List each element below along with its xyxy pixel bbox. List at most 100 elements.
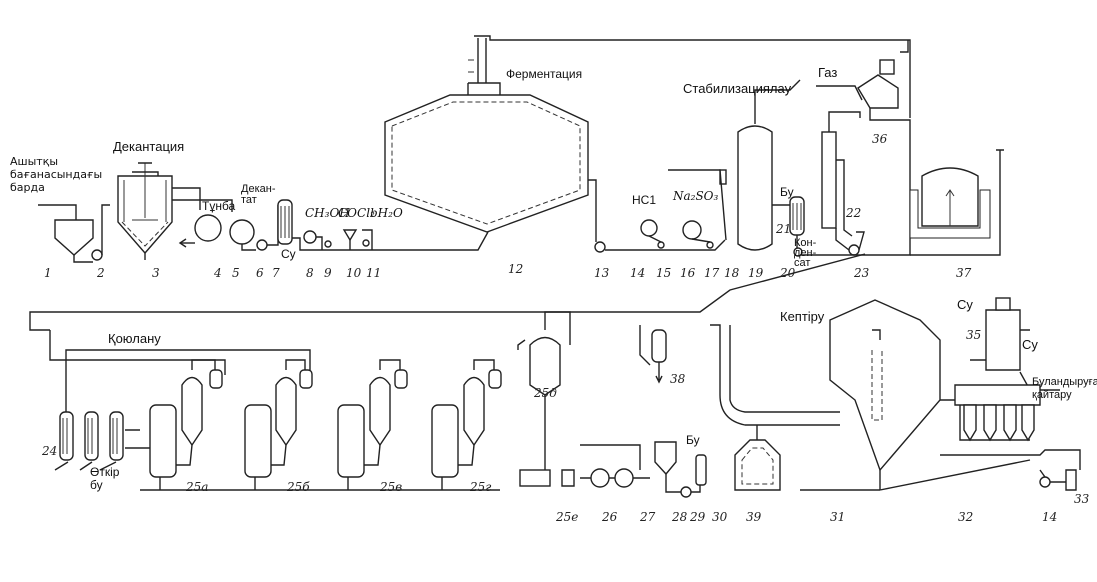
pipe-23 — [835, 228, 865, 251]
item-number: 25б — [287, 480, 310, 494]
unit-33 — [1065, 469, 1077, 491]
tank-1 — [54, 219, 94, 256]
pipe-33 — [1039, 469, 1066, 483]
item-number: 35 — [966, 328, 982, 342]
label-stabilizatsiyalau: Стабилизациялау — [683, 81, 792, 96]
pipe-7-12 — [292, 231, 489, 251]
pipe-19-21 — [772, 204, 798, 248]
pump-14-bottom — [1039, 476, 1051, 488]
pump-6 — [256, 239, 268, 251]
pump-29 — [680, 486, 692, 498]
pipe-37 — [910, 149, 1004, 256]
heater-30 — [695, 454, 707, 486]
item-number: 14 — [630, 266, 646, 280]
pump-13 — [594, 241, 606, 253]
filter-38-pipe — [639, 325, 663, 384]
item-number: 12 — [508, 262, 524, 276]
label-barda: Ашытқы бағанасындағы барда — [10, 155, 103, 194]
item-number: 2 — [97, 266, 105, 280]
loop-line — [29, 253, 866, 331]
valve-15 — [657, 241, 665, 249]
tank-8 — [303, 230, 317, 244]
pipe-8 — [316, 236, 323, 250]
dryer-feed — [710, 324, 840, 426]
label-cocl2: COCl₂ — [338, 206, 375, 220]
label-su-2: Су — [957, 297, 973, 312]
label-tunba: Тұнба — [202, 199, 236, 213]
pipe-24 — [49, 330, 311, 412]
valve-11 — [362, 239, 370, 247]
evaporator-25d — [431, 359, 502, 478]
pipe-12-13 — [588, 179, 597, 242]
gas-line — [816, 85, 863, 101]
tank-16 — [682, 220, 702, 240]
fermenter-12-vent — [474, 35, 911, 118]
item-number: 36 — [872, 132, 888, 146]
arrow-4 — [178, 238, 187, 248]
pump-2 — [91, 249, 103, 261]
label-gaz: Газ — [818, 65, 838, 80]
label-dekantat: Декан- тат — [241, 183, 276, 206]
pipe-11 — [362, 229, 373, 250]
column-22 — [821, 131, 837, 229]
label-bu-1: Бу — [780, 185, 794, 199]
item-number: 25г — [470, 480, 492, 494]
item-number: 6 — [256, 266, 264, 280]
column-22-side — [836, 159, 853, 237]
label-dekantatsiya: Декантация — [113, 139, 185, 154]
unit-35-lower — [954, 384, 1041, 406]
decanter-3-top — [132, 162, 159, 176]
vessel-37-arrow — [945, 189, 955, 226]
evaporator-25c — [337, 359, 408, 478]
label-ch3oh: CH₃OH — [305, 206, 350, 220]
valve-17 — [706, 241, 714, 249]
label-koyulanu: Қоюлану — [108, 331, 161, 346]
item-number: 9 — [324, 266, 332, 280]
label-bh2o: bH₂O — [370, 206, 403, 220]
pipe-24-steam — [54, 461, 117, 471]
item-number: 5 — [232, 266, 240, 280]
pipe-36 — [800, 40, 911, 256]
item-number: 29 — [690, 510, 706, 524]
unit-36-top — [879, 59, 895, 75]
label-fermentatsiya: Ферментация — [506, 67, 583, 81]
decanter-3-cone — [121, 221, 169, 247]
fermenter-12-inner — [391, 101, 581, 225]
vessel-37-pit — [909, 189, 991, 239]
pipe-1-2 — [73, 255, 93, 263]
pipe-32-33 — [940, 449, 1081, 470]
pipe-26 — [580, 444, 650, 479]
item-number: 25е — [556, 510, 579, 524]
evaporator-25e — [517, 311, 571, 487]
label-su-3: Су — [1022, 337, 1038, 352]
evaporator-25b — [244, 359, 313, 478]
item-number: 4 — [214, 266, 222, 280]
pump-25e — [561, 469, 575, 487]
item-number: 25в — [380, 480, 403, 494]
unit-36 — [857, 74, 899, 109]
pipe-16-17 — [691, 238, 711, 243]
item-number: 28 — [672, 510, 688, 524]
pipe-6-7 — [267, 205, 279, 246]
pipe-31-32 — [879, 399, 1031, 491]
pipe-14-15 — [648, 235, 662, 243]
cyclone-32b — [983, 404, 997, 442]
label-keptiru: Кептіру — [780, 309, 825, 324]
item-number: 16 — [680, 266, 696, 280]
condenser-24-tubes — [62, 418, 118, 454]
item-number: 7 — [272, 266, 280, 280]
item-number: 10 — [346, 266, 362, 280]
item-number: 13 — [594, 266, 610, 280]
cyclone-32c — [1003, 404, 1017, 442]
item-number: 1 — [44, 266, 52, 280]
item-number: 19 — [748, 266, 764, 280]
heat-exchanger-21-tubes — [792, 203, 802, 230]
unit-35 — [985, 309, 1021, 371]
item-number: 3 — [152, 266, 160, 280]
fermenter-12-neck — [467, 38, 501, 95]
item-number: 32 — [958, 510, 974, 524]
item-number: 25д — [534, 386, 557, 400]
pipe-5-6 — [241, 244, 256, 251]
item-number: 38 — [670, 372, 686, 386]
